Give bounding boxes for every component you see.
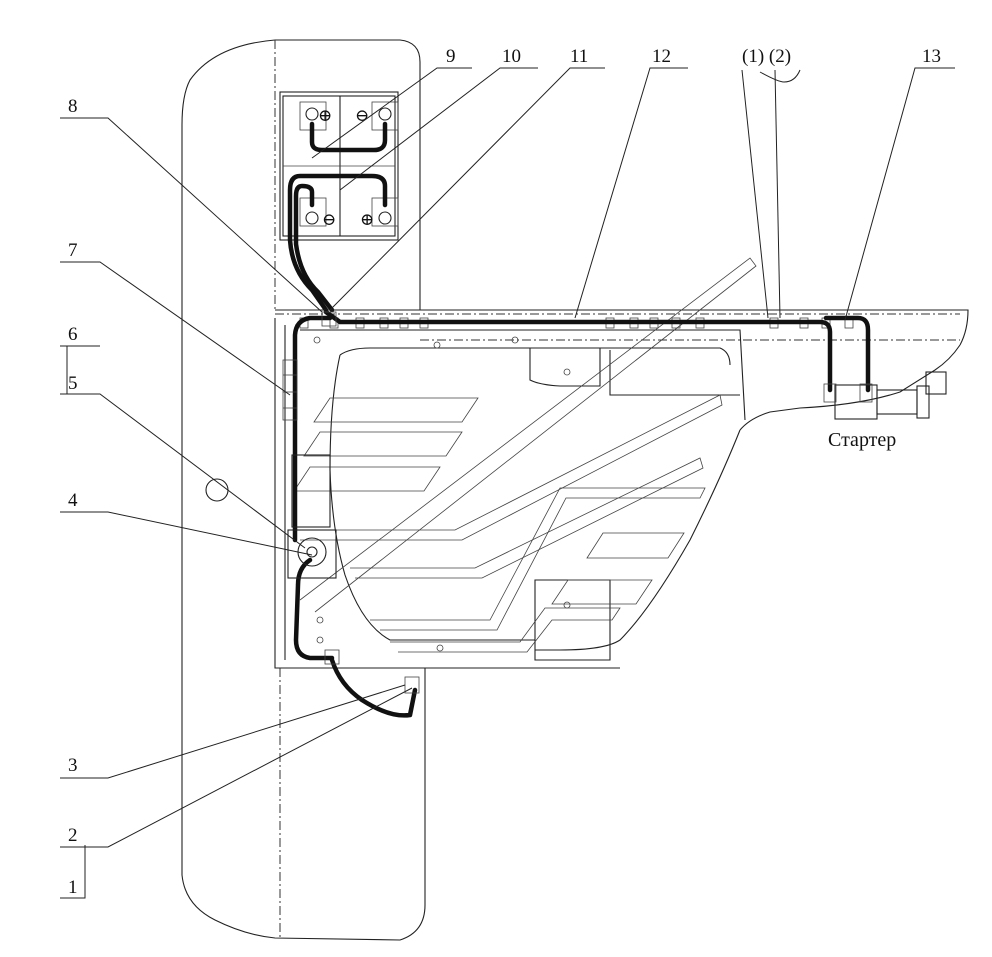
battery-box: ⊕ ⊖ ⊖ ⊕	[279, 91, 399, 313]
vertical-cable	[292, 315, 333, 543]
ground-connector	[321, 311, 420, 694]
battery-main-cable	[287, 173, 388, 313]
frame-rail	[274, 309, 969, 669]
callout-3: 3	[68, 755, 78, 776]
callout-5: 5	[68, 373, 78, 394]
callout-7: 7	[68, 240, 78, 261]
battery-switch	[282, 359, 337, 579]
frame-bolts	[299, 317, 854, 652]
callout-1: 1	[68, 877, 78, 898]
starter-label: Стартер	[828, 429, 896, 451]
callout-group-1-2: (1) (2)	[742, 46, 791, 67]
callout-12: 12	[652, 46, 671, 67]
hatch-panels	[293, 257, 757, 653]
callout-11: 11	[570, 46, 588, 67]
starter-motor	[823, 371, 947, 420]
main-cables	[292, 309, 871, 718]
callout-2: 2	[68, 825, 78, 846]
terminal-plus-top: ⊕	[318, 106, 332, 125]
terminal-minus-top: ⊖	[355, 106, 369, 125]
callout-8: 8	[68, 96, 78, 117]
terminal-plus-bottom: ⊕	[360, 210, 374, 229]
callout-4: 4	[68, 490, 78, 511]
callout-10: 10	[502, 46, 521, 67]
battery-jumper-cable	[309, 121, 388, 153]
main-cable-to-starter	[323, 309, 833, 393]
callout-labels: 1 2 3 4 5 6 7 8 9 10 11 12 (1) (2) 13 Ст…	[68, 46, 941, 898]
ground-cable	[329, 657, 418, 718]
callout-13: 13	[922, 46, 941, 67]
lower-cable	[293, 557, 335, 661]
leader-lines	[60, 67, 955, 899]
callout-9: 9	[446, 46, 456, 67]
callout-6: 6	[68, 324, 78, 345]
starter-second-cable	[823, 315, 871, 393]
terminal-minus-bottom: ⊖	[322, 210, 336, 229]
battery-ground-cable	[293, 183, 335, 313]
